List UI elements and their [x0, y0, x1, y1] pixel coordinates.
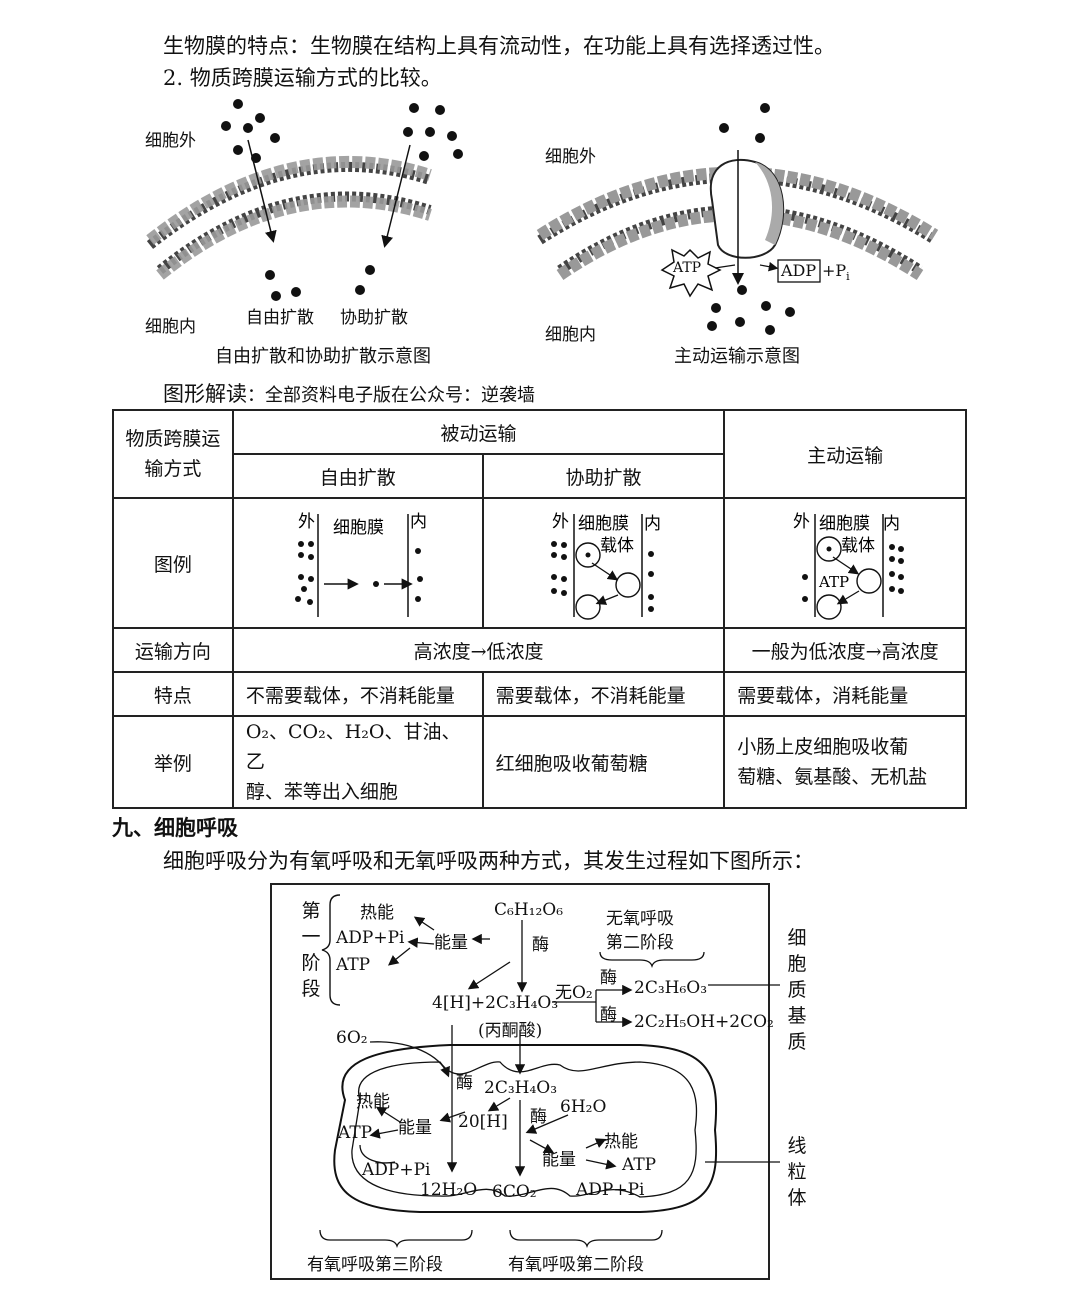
adp-pi-2: ADP+Pi: [362, 1160, 431, 1180]
anaerobic-stage-label-b: 第二阶段: [606, 933, 674, 953]
fig2-adp-label: ADP: [781, 261, 817, 280]
membrane-feature-text: 生物膜的特点：生物膜在结构上具有流动性，在功能上具有选择透过性。: [163, 34, 835, 58]
diagram-facil-svg: 外 细胞膜 内 载体: [550, 512, 661, 620]
pyruvate-equation: 4[H]+2C₃H₄O₃: [432, 993, 559, 1013]
stage1-label: 第一阶段: [301, 900, 321, 1000]
atp-2: ATP: [338, 1123, 373, 1143]
header-facil: 协助扩散: [481, 453, 726, 499]
pyruvate-2: 2C₃H₄O₃: [484, 1078, 558, 1098]
membrane-illustrations: [146, 99, 939, 335]
adp-pi-3: ADP+Pi: [576, 1180, 645, 1200]
fig1-caption: 自由扩散和协助扩散示意图: [215, 346, 431, 367]
enzyme-2: 酶: [600, 968, 617, 988]
direction-active: 一般为低浓度→高浓度: [723, 627, 967, 673]
mitochondria-label: 线粒体: [787, 1135, 807, 1209]
aerobic-stage3-label: 有氧呼吸第三阶段: [307, 1255, 443, 1275]
fig1-outside-label: 细胞外: [145, 131, 196, 151]
svg-text:外: 外: [793, 512, 810, 532]
fig2-pi-label: +Pi: [822, 261, 850, 284]
lipid-bilayer-left: [146, 155, 432, 280]
fig2-caption: 主动运输示意图: [674, 346, 800, 367]
feature-active: 需要载体，消耗能量: [723, 671, 967, 717]
reading-line: 图形解读：全部资料电子版在公众号：逆袭墙: [163, 382, 535, 406]
header-active: 主动运输: [723, 409, 967, 499]
svg-text:细胞膜: 细胞膜: [819, 514, 870, 534]
fig2-atp-label: ATP: [673, 260, 702, 276]
svg-text:细胞膜: 细胞膜: [578, 514, 629, 534]
glucose: C₆H₁₂O₆: [494, 900, 564, 920]
header-passive: 被动运输: [231, 409, 726, 455]
pyruvate-name: (丙酮酸): [478, 1021, 543, 1041]
adp-pi-1: ADP+Pi: [336, 928, 405, 948]
no-oxygen: 无O₂: [555, 983, 593, 1003]
water-12: 12H₂O: [420, 1180, 478, 1200]
direction-passive: 高浓度→低浓度: [231, 627, 726, 673]
section9-intro: 细胞呼吸分为有氧呼吸和无氧呼吸两种方式，其发生过程如下图所示：: [163, 849, 814, 873]
diagram-active-svg: 外 细胞膜 内 载体 ATP: [793, 512, 905, 620]
example-active: 小肠上皮细胞吸收葡 萄糖、氨基酸、无机盐: [723, 715, 967, 809]
co2-6: 6CO₂: [492, 1182, 537, 1202]
heat-3: 热能: [604, 1132, 638, 1152]
svg-text:内: 内: [644, 514, 661, 534]
lactic-acid: 2C₃H₆O₃: [634, 978, 708, 998]
aerobic-stage2-label: 有氧呼吸第二阶段: [508, 1255, 644, 1275]
diagram-free-svg: 外 细胞膜 内: [294, 512, 427, 617]
enzyme-5: 酶: [530, 1107, 547, 1127]
molecules-right: [707, 103, 795, 335]
fig2-outside-label: 细胞外: [545, 147, 596, 167]
feature-facil: 需要载体，不消耗能量: [481, 671, 726, 717]
svg-text:细胞膜: 细胞膜: [333, 518, 384, 538]
atp-3: ATP: [622, 1155, 657, 1175]
header-transport-mode: 物质跨膜运输方式: [112, 409, 234, 499]
row-example-label: 举例: [112, 715, 234, 809]
row-feature-label: 特点: [112, 671, 234, 717]
example-facil: 红细胞吸收葡萄糖: [481, 715, 726, 809]
fig1-free-label: 自由扩散: [246, 308, 314, 328]
h-20: 20[H]: [458, 1112, 508, 1132]
section9-title: 九、细胞呼吸: [112, 816, 238, 840]
svg-text:内: 内: [883, 514, 900, 534]
respiration-diagram-frame: [270, 883, 770, 1280]
example-free: O₂、CO₂、H₂O、甘油、乙 醇、苯等出入细胞: [231, 715, 484, 809]
svg-text:内: 内: [410, 512, 427, 532]
atp-1: ATP: [336, 955, 371, 975]
ethanol: 2C₂H₅OH+2CO₂: [634, 1012, 774, 1032]
fig1-facil-label: 协助扩散: [340, 308, 408, 328]
header-free: 自由扩散: [231, 453, 484, 499]
enzyme-4: 酶: [456, 1073, 473, 1093]
svg-text:ATP: ATP: [818, 573, 849, 591]
feature-free: 不需要载体，不消耗能量: [231, 671, 484, 717]
enzyme-1: 酶: [532, 935, 549, 955]
svg-text:外: 外: [552, 512, 569, 532]
diagram-free: 外 细胞膜 内: [231, 497, 484, 629]
molecules-left: [221, 99, 463, 301]
row-direction-label: 运输方向: [112, 627, 234, 673]
diagram-facil: 外 细胞膜 内 载体: [481, 497, 726, 629]
anaerobic-stage-label: 无氧呼吸: [606, 909, 674, 929]
atp-burst-icon: [660, 248, 722, 298]
row-diagram-label: 图例: [112, 497, 234, 629]
fig2-inside-label: 细胞内: [545, 325, 596, 345]
fig1-inside-label: 细胞内: [145, 317, 196, 337]
energy-1: 能量: [434, 933, 468, 953]
heat-1: 热能: [360, 903, 394, 923]
svg-text:载体: 载体: [841, 536, 875, 556]
section-heading-transport: 2. 物质跨膜运输方式的比较。: [163, 66, 442, 90]
svg-text:外: 外: [298, 512, 315, 532]
water-6: 6H₂O: [560, 1097, 607, 1117]
enzyme-3: 酶: [600, 1005, 617, 1025]
oxygen: 6O₂: [336, 1028, 368, 1048]
transport-comparison-table: 物质跨膜运输方式 被动运输 主动运输 自由扩散 协助扩散 图例 外 细胞膜 内: [112, 409, 967, 809]
diagram-active: 外 细胞膜 内 载体 ATP: [723, 497, 967, 629]
energy-3: 能量: [542, 1150, 576, 1170]
heat-2: 热能: [356, 1092, 390, 1112]
cytoplasm-label: 细胞质基质: [787, 927, 807, 1053]
energy-2: 能量: [398, 1118, 432, 1138]
svg-text:载体: 载体: [600, 536, 634, 556]
